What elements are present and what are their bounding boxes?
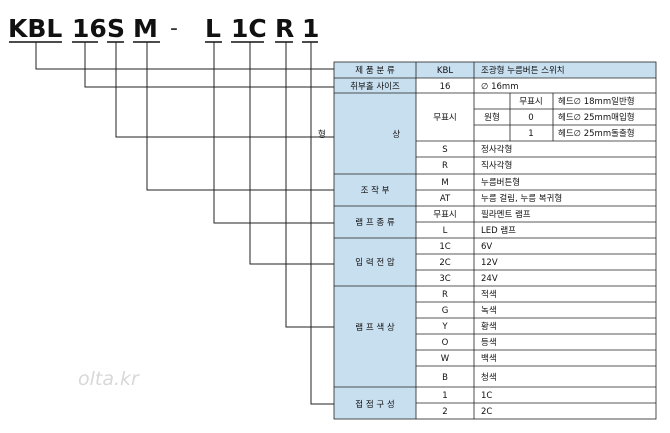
color-desc-2: 황색: [481, 321, 497, 332]
code-seg-1: 1: [302, 14, 319, 43]
code-16: 16: [440, 82, 451, 92]
lamp-code-1: L: [443, 226, 448, 236]
color-desc-1: 녹색: [481, 305, 497, 316]
code-seg-16: 16: [72, 14, 107, 43]
shape-desc-r: 직사각형: [481, 160, 512, 171]
op-desc-1: 누름 걸림, 누름 복귀형: [481, 193, 562, 204]
contact-desc-0: 1C: [481, 391, 492, 401]
cat-input-voltage: 입 력 전 압: [355, 257, 395, 268]
shape-sub-v1: 헤드∅ 25mm매입형: [558, 113, 635, 123]
cat-shape: 형 상: [318, 129, 432, 140]
shape-round: 원형: [484, 113, 500, 123]
category-column-bg: [334, 62, 416, 419]
code-seg-l: L: [205, 14, 221, 43]
contact-desc-1: 2C: [481, 407, 492, 417]
volt-desc-1: 12V: [481, 258, 498, 268]
color-code-1: G: [442, 306, 449, 316]
color-desc-0: 적색: [481, 289, 497, 300]
spec-table: 제 품 분 류 KBL 조광형 누름버튼 스위치 취부홀 사이즈 16 ∅ 16…: [318, 61, 657, 420]
shape-sub-k2: 1: [528, 129, 533, 139]
cat-operation: 조 작 부: [361, 185, 390, 196]
code-string: KBL 16 S M - L 1C R 1: [8, 14, 319, 43]
volt-desc-2: 24V: [481, 274, 498, 284]
volt-code-1: 2C: [439, 258, 450, 268]
code-seg-r: R: [275, 14, 294, 43]
desc-kbl: 조광형 누름버튼 스위치: [481, 65, 565, 76]
op-code-1: AT: [440, 194, 451, 204]
shape-sub-v0: 헤드∅ 18mm일반형: [558, 96, 635, 107]
lamp-desc-1: LED 램프: [481, 225, 516, 236]
shape-code-r: R: [442, 161, 448, 171]
cat-mount-hole: 취부홀 사이즈: [350, 81, 400, 92]
cat-contact: 접 점 구 성: [355, 399, 394, 410]
lamp-desc-0: 필라멘트 램프: [481, 209, 531, 220]
shape-sub-k1: 0: [528, 113, 533, 123]
watermark: olta.kr: [78, 368, 140, 390]
shape-sub-k0: 무표시: [519, 97, 542, 107]
shape-none: 무표시: [433, 113, 456, 123]
op-desc-0: 누름버튼형: [481, 177, 520, 188]
color-code-2: Y: [441, 322, 448, 332]
color-desc-5: 청색: [481, 372, 497, 383]
op-code-0: M: [441, 178, 448, 188]
cat-lamp-type: 램 프 종 류: [355, 217, 395, 228]
cat-lamp-color: 램 프 색 상: [355, 322, 395, 333]
color-code-4: W: [441, 354, 450, 364]
volt-code-2: 3C: [439, 274, 450, 284]
code-kbl: KBL: [437, 66, 453, 76]
shape-sub-v2: 헤드∅ 25mm돌출형: [558, 128, 635, 139]
cat-product-class: 제 품 분 류: [355, 66, 395, 76]
code-seg-s: S: [107, 14, 125, 43]
code-seg-m: M: [133, 14, 158, 43]
color-desc-3: 등색: [481, 337, 497, 348]
shape-desc-s: 정사각형: [481, 144, 512, 155]
code-seg-kbl: KBL: [8, 14, 62, 43]
lamp-code-0: 무표시: [433, 210, 456, 220]
code-seg-1c: 1C: [231, 14, 267, 43]
desc-16: ∅ 16mm: [481, 82, 518, 92]
color-code-3: O: [442, 338, 449, 348]
code-seg-dash: -: [170, 16, 178, 41]
contact-code-0: 1: [442, 391, 447, 401]
color-code-5: B: [442, 373, 448, 383]
color-desc-4: 백색: [481, 353, 497, 364]
shape-code-s: S: [442, 145, 447, 155]
volt-desc-0: 6V: [481, 242, 492, 252]
volt-code-0: 1C: [439, 242, 450, 252]
contact-code-1: 2: [442, 407, 447, 417]
color-code-0: R: [442, 290, 448, 300]
row-kbl-bg: [416, 62, 656, 78]
leader-lines: [35, 42, 334, 405]
